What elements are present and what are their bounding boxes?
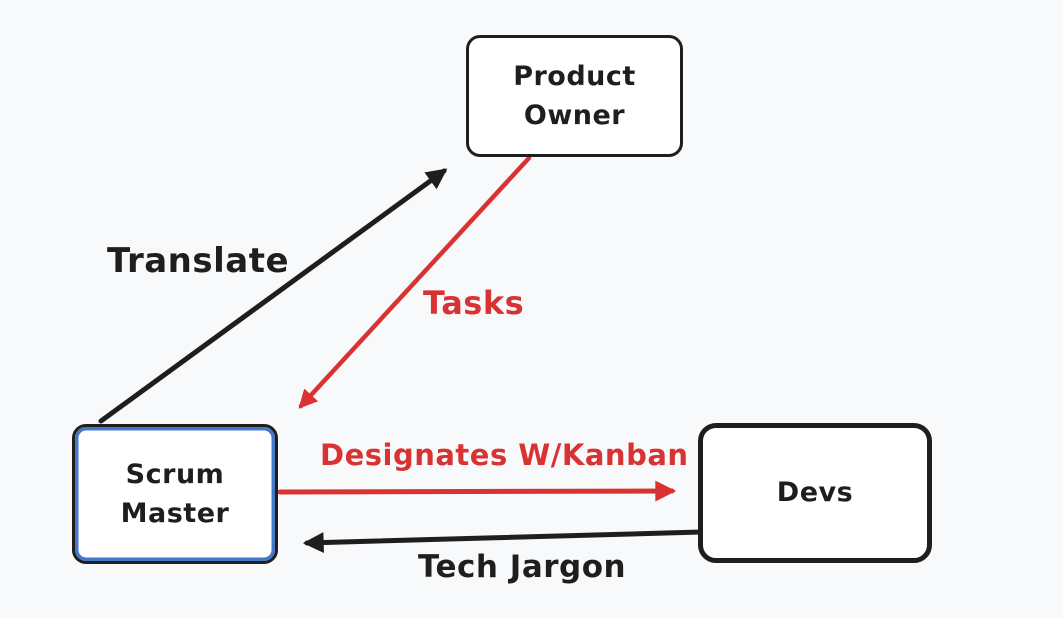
tech-jargon-arrow[interactable]	[302, 529, 704, 553]
translate-arrow[interactable]	[98, 168, 448, 424]
edge-label-tasks[interactable]: Tasks	[423, 284, 525, 322]
node-scrum-master[interactable]: Scrum Master	[72, 424, 278, 564]
node-product-owner[interactable]: Product Owner	[466, 35, 683, 157]
edge-label-designates[interactable]: Designates W/Kanban	[320, 438, 689, 472]
designates-arrow[interactable]	[277, 480, 677, 502]
edge-label-tech-jargon[interactable]: Tech Jargon	[418, 549, 627, 585]
tasks-arrow[interactable]	[298, 155, 532, 409]
edge-label-translate[interactable]: Translate	[107, 241, 290, 281]
node-product-owner-label: Product Owner	[513, 60, 636, 131]
node-devs[interactable]: Devs	[698, 423, 932, 563]
node-devs-label: Devs	[776, 477, 854, 509]
node-scrum-master-label: Scrum Master	[120, 458, 230, 529]
